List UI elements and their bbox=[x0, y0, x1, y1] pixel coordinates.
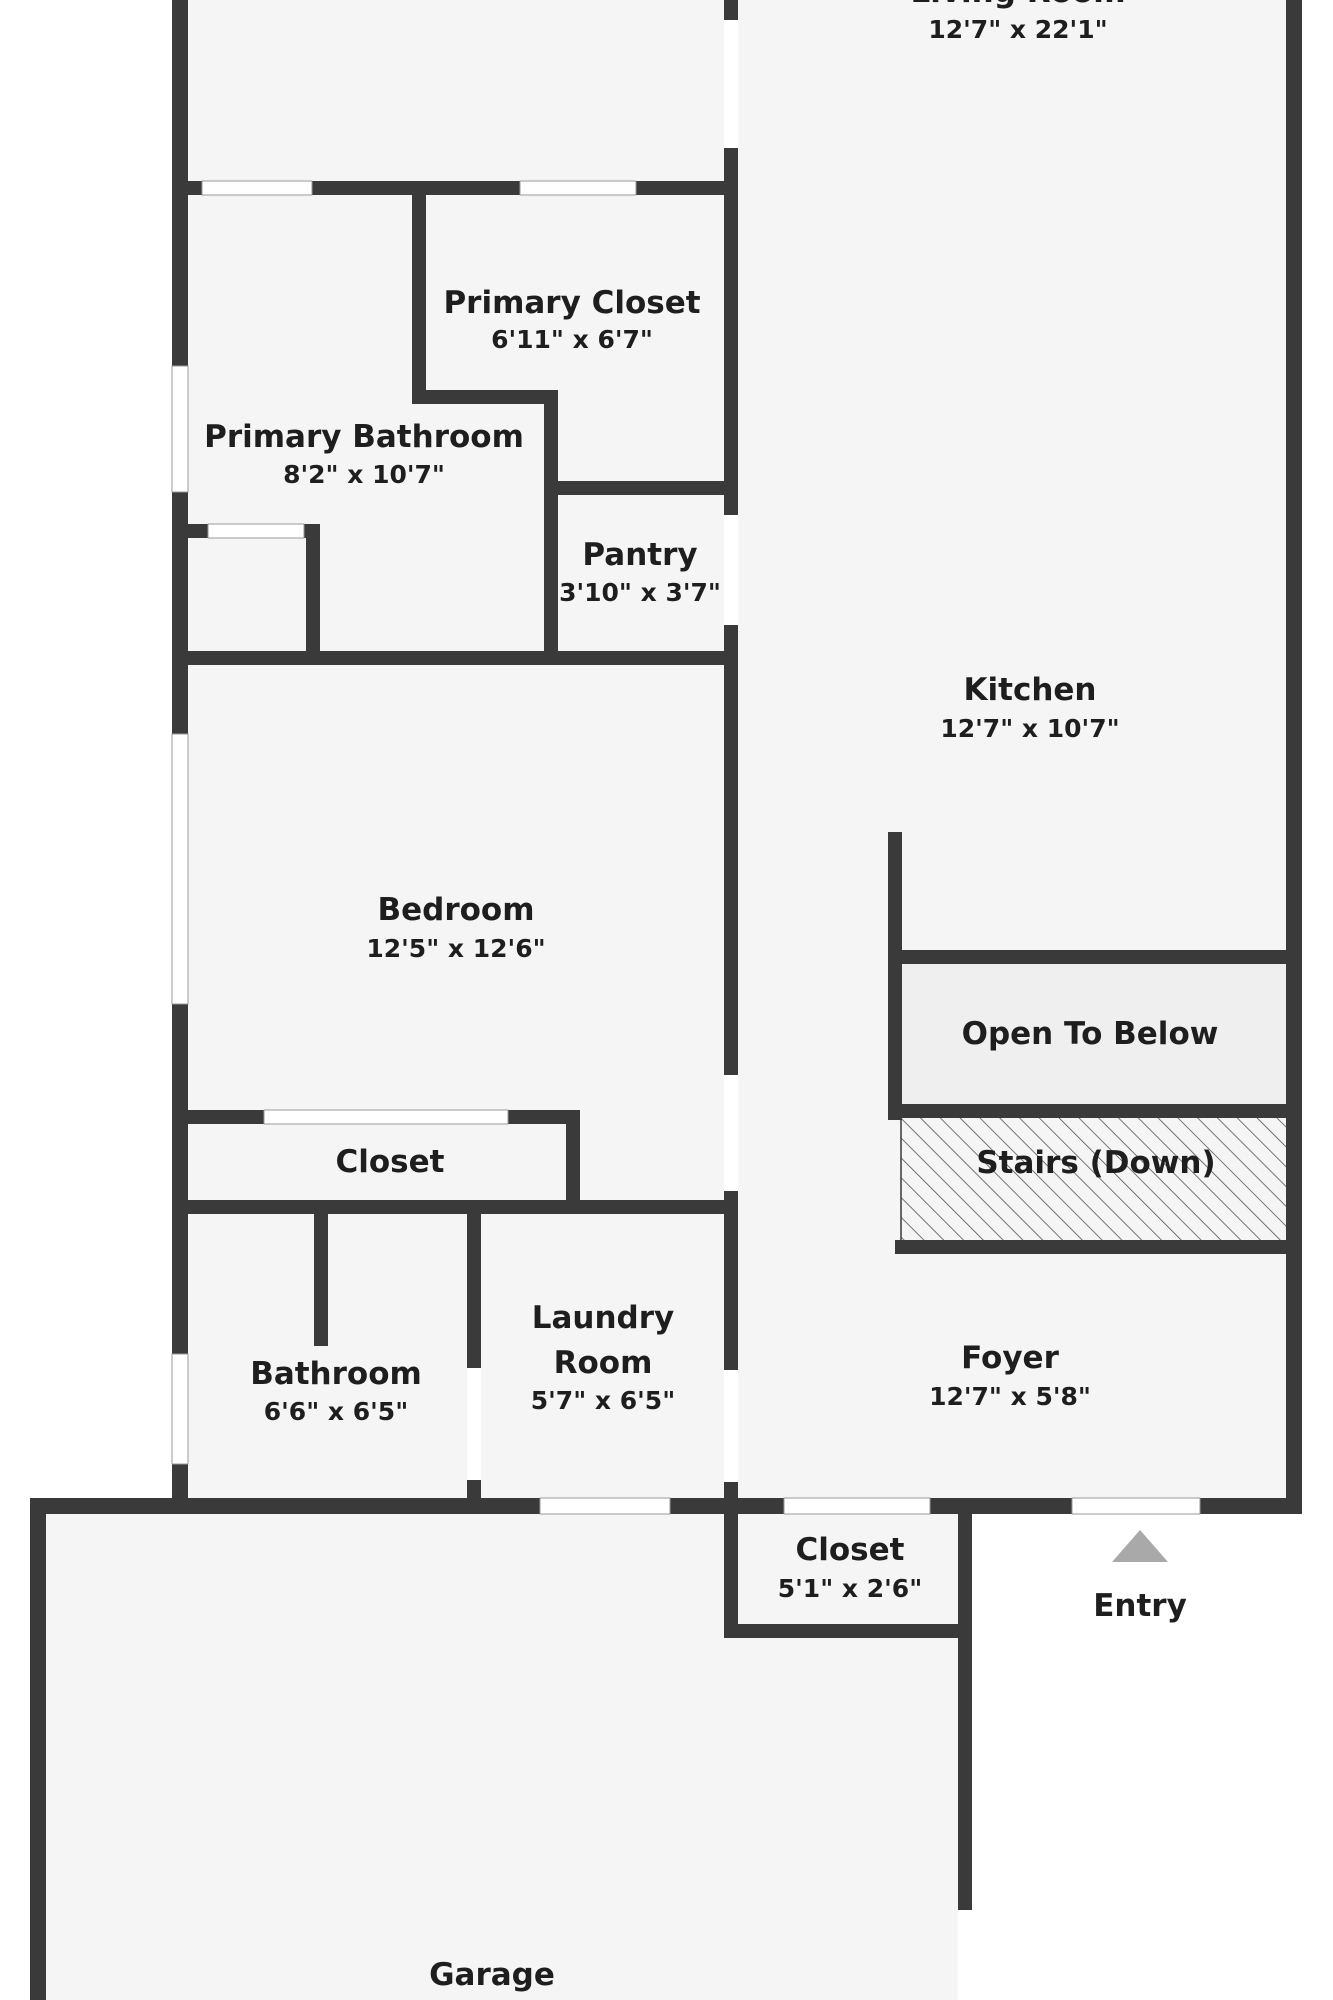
entry-closet-name: Closet bbox=[796, 1532, 905, 1568]
window bbox=[171, 1353, 189, 1465]
pantry-name: Pantry bbox=[582, 537, 697, 573]
primary-closet-dims: 6'11" x 6'7" bbox=[491, 325, 653, 354]
primary-bathroom-dims: 8'2" x 10'7" bbox=[283, 460, 445, 489]
living-room-dims: 12'7" x 22'1" bbox=[928, 15, 1107, 44]
window bbox=[539, 1497, 671, 1515]
opening bbox=[724, 1370, 738, 1482]
kitchen-dims: 12'7" x 10'7" bbox=[940, 714, 1119, 743]
stairs-name: Stairs (Down) bbox=[976, 1145, 1215, 1181]
foyer-name: Foyer bbox=[961, 1340, 1059, 1376]
opening bbox=[958, 1910, 972, 2000]
primary-bathroom-name: Primary Bathroom bbox=[204, 419, 524, 455]
opening bbox=[467, 1368, 481, 1480]
laundry-room-dims: 5'7" x 6'5" bbox=[531, 1386, 675, 1415]
window bbox=[171, 365, 189, 493]
window bbox=[263, 1109, 509, 1125]
entry-label: Entry bbox=[1093, 1588, 1187, 1624]
entry-triangle-icon bbox=[1112, 1530, 1168, 1562]
primary-closet-name: Primary Closet bbox=[443, 285, 700, 321]
window bbox=[171, 733, 189, 1005]
entry-closet-dims: 5'1" x 2'6" bbox=[778, 1574, 922, 1603]
laundry-room-name-line1: Laundry bbox=[532, 1300, 675, 1336]
kitchen-name: Kitchen bbox=[963, 672, 1096, 708]
bathroom-dims: 6'6" x 6'5" bbox=[264, 1397, 408, 1426]
bedroom-closet-name: Closet bbox=[336, 1144, 445, 1180]
foyer-dims: 12'7" x 5'8" bbox=[929, 1382, 1091, 1411]
window bbox=[519, 180, 637, 196]
open-to-below-area bbox=[895, 964, 1288, 1106]
pantry-dims: 3'10" x 3'7" bbox=[559, 578, 721, 607]
bedroom-dims: 12'5" x 12'6" bbox=[366, 934, 545, 963]
windows-openings bbox=[171, 20, 1201, 2000]
bathroom-name: Bathroom bbox=[250, 1356, 422, 1392]
opening bbox=[724, 515, 738, 625]
window bbox=[783, 1497, 931, 1515]
garage-name: Garage bbox=[429, 1957, 555, 1993]
opening bbox=[724, 1075, 738, 1191]
open-to-below-name: Open To Below bbox=[962, 1016, 1219, 1052]
living-room-name: Living Room bbox=[910, 0, 1125, 10]
garage-floor-area bbox=[38, 1506, 969, 2000]
window bbox=[1071, 1497, 1201, 1515]
bedroom-name: Bedroom bbox=[377, 892, 534, 928]
window bbox=[201, 180, 313, 196]
laundry-room-name-line2: Room bbox=[554, 1345, 653, 1381]
room-labels: Living Room 12'7" x 22'1" Primary Closet… bbox=[204, 0, 1218, 1993]
opening bbox=[724, 20, 738, 148]
window bbox=[207, 523, 305, 539]
